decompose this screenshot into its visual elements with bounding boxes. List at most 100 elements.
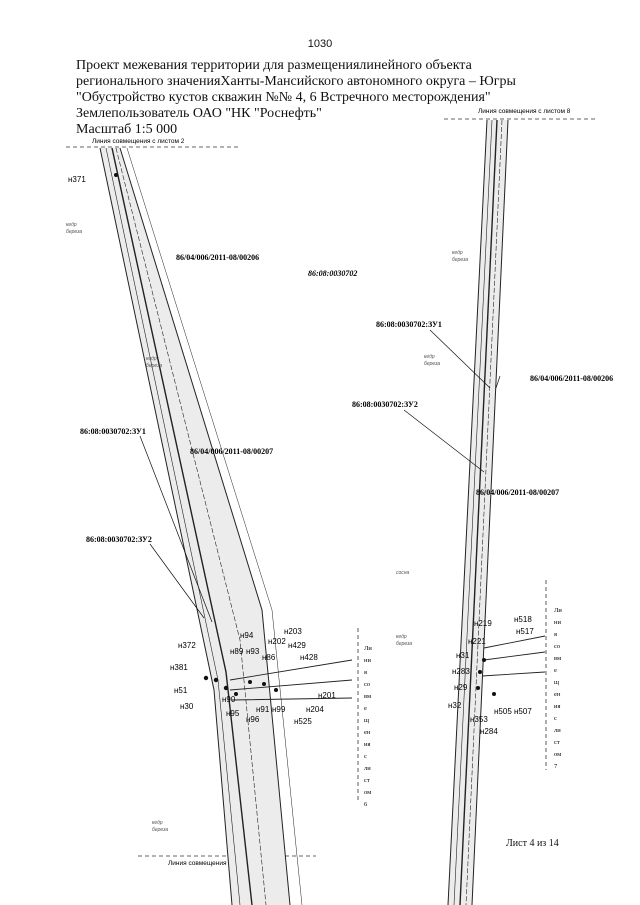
map-scale: Масштаб 1:5 000 [76,122,178,137]
pt-n201: н201 [318,691,336,700]
page-number: 1030 [307,38,333,50]
svg-text:Ли: Ли [554,607,562,614]
pt-n96: н96 [246,715,260,724]
left-corridor [99,147,353,905]
svg-text:е: е [364,705,367,712]
match-line-top-left-label: Линия совмещения с листом 2 [92,138,185,145]
pt-n284: н284 [480,727,498,736]
right-edge-2 [453,119,493,905]
match-lines [66,118,598,857]
svg-text:е: е [554,667,557,674]
point-labels-left: н371 н372 н381 н51 н30 н94 н203 н202 н89… [68,175,336,726]
map-title: Проект межевания территории для размещен… [76,58,516,122]
pt-n517: н517 [516,627,534,636]
left-side-road [229,659,353,701]
svg-text:береза: береза [424,361,440,367]
svg-text:7: 7 [554,763,558,770]
right-edge-5 [471,119,509,905]
svg-text:ли: ли [554,727,561,734]
svg-text:я: я [364,669,367,676]
svg-text:с: с [364,753,367,760]
left-edge-4 [115,147,267,905]
pt-n29: н29 [454,683,468,692]
left-edge-3 [111,147,253,905]
pt-n95: н95 [226,709,240,718]
pt-n31: н31 [456,651,470,660]
parcel-right-206: 86/04/006/2011-08/00206 [530,374,613,383]
forest-labels: кедр береза кедр береза кедр береза кедр… [66,222,468,833]
parcel-right-zu1: 86:08:0030702:ЗУ1 [376,320,442,329]
right-edge-3 [459,119,498,905]
boundary-markers [114,173,496,696]
pt-n202: н202 [268,637,286,646]
svg-text:кедр: кедр [424,354,435,360]
title-line-4: Землепользователь ОАО "НК "Роснефть" [76,106,322,121]
leader-lines [139,329,501,623]
svg-text:кедр: кедр [152,820,163,826]
svg-text:береза: береза [152,827,168,833]
right-edge-4 [465,119,503,905]
pt-n89: н89 [230,647,244,656]
pt-n86: н86 [262,653,276,662]
svg-text:сосна: сосна [396,570,410,576]
left-edge-5 [119,147,291,905]
svg-text:ен: ен [364,729,371,736]
parcel-block: 86:08:0030702 [308,269,357,278]
match-line-bottom-label: Линия совмещения с листом 8 [168,860,261,867]
title-line-1: Проект межевания территории для размещен… [76,58,472,73]
pt-n91: н91 [256,705,270,714]
vertical-match-label-left: Ли ни я со вм е щ ен ия с ли ст ом 6 [364,645,372,808]
left-edge-1 [99,147,233,905]
pt-n525: н525 [294,717,312,726]
pt-n219: н219 [474,619,492,628]
pt-n372: н372 [178,641,196,650]
left-edge-6 [126,147,303,905]
parcel-right-207: 86/04/006/2011-08/00207 [476,488,559,497]
pt-n381: н381 [170,663,188,672]
pt-n51: н51 [174,686,188,695]
parcel-right-zu2: 86:08:0030702:ЗУ2 [352,400,418,409]
svg-text:береза: береза [66,229,82,235]
svg-text:щ: щ [364,717,369,724]
pt-n99: н99 [272,705,286,714]
pt-n353: н353 [470,715,488,724]
svg-text:береза: береза [146,363,162,369]
svg-text:с: с [554,715,557,722]
point-labels-right: н219 н518 н517 н221 н31 н283 н29 н32 н50… [448,615,534,736]
pt-n283: н283 [452,667,470,676]
right-corridor [447,119,546,905]
pt-n93: н93 [246,647,260,656]
parcel-left-206: 86/04/006/2011-08/00206 [176,253,259,262]
svg-text:Ли: Ли [364,645,372,652]
svg-text:ли: ли [364,765,371,772]
pt-n203: н203 [284,627,302,636]
svg-text:ия: ия [364,741,370,748]
svg-text:вм: вм [554,655,561,662]
svg-text:я: я [554,631,557,638]
pt-n204: н204 [306,705,324,714]
svg-text:ом: ом [554,751,561,758]
pt-n428: н428 [300,653,318,662]
pt-n221: н221 [468,637,486,646]
parcel-left-zu1: 86:08:0030702:ЗУ1 [80,427,146,436]
svg-text:береза: береза [452,257,468,263]
title-line-3: "Обустройство кустов скважин №№ 4, 6 Вст… [76,90,491,105]
parcel-left-207: 86/04/006/2011-08/00207 [190,447,273,456]
svg-text:со: со [364,681,370,688]
vertical-match-label-right: Ли ни я со вм е щ ен ия с ли ст ом 7 [554,607,562,770]
parcel-left-zu2: 86:08:0030702:ЗУ2 [86,535,152,544]
sheet-number: Лист 4 из 14 [506,838,559,849]
pt-n429: н429 [288,641,306,650]
svg-text:ст: ст [554,739,560,746]
pt-n371: н371 [68,175,86,184]
svg-text:береза: береза [396,641,412,647]
pt-n94: н94 [240,631,254,640]
svg-text:ен: ен [554,691,561,698]
pt-n32: н32 [448,701,462,710]
svg-text:6: 6 [364,801,368,808]
svg-text:со: со [554,643,560,650]
right-side-road [481,635,546,677]
svg-text:кедр: кедр [396,634,407,640]
